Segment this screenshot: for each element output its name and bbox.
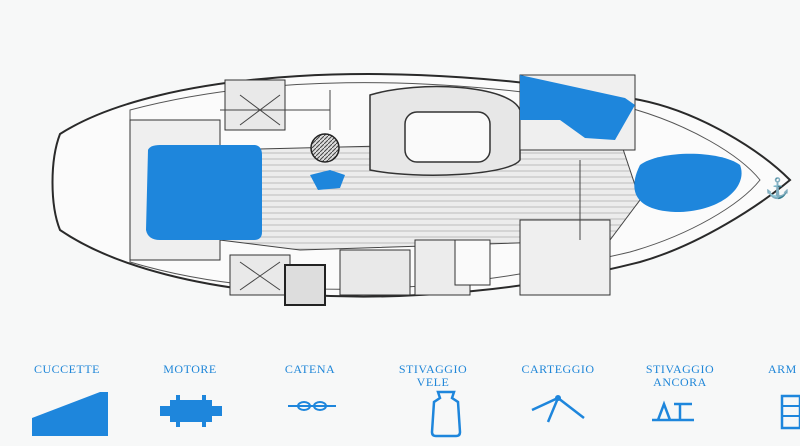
engine-marker — [310, 170, 345, 190]
forward-cabin-blue — [520, 75, 635, 140]
aft-berth — [146, 145, 262, 240]
sail-bag-icon — [430, 390, 462, 438]
engine-icon — [160, 395, 222, 427]
legend-label-wardrobe: ARM — [768, 362, 797, 376]
wardrobe-icon — [780, 394, 800, 430]
berth-icon — [32, 392, 108, 436]
legend-label-anchor-storage: STIVAGGIO ANCORA — [645, 362, 715, 389]
legend-label-berth: CUCCETTE — [34, 362, 100, 376]
dinette-table — [404, 111, 491, 163]
legend-label-engine: MOTORE — [163, 362, 217, 376]
dividers-icon — [531, 395, 585, 423]
legend-label-chart-table: CARTEGGIO — [521, 362, 595, 376]
chain-icon — [288, 401, 336, 411]
legend-label-sail-storage: STIVAGGIO VELE — [398, 362, 468, 389]
svg-text:⚓: ⚓ — [765, 176, 790, 200]
boat-interior-plan: ⚓ — [51, 73, 792, 306]
anchor-icon — [652, 400, 694, 422]
engine-hatch — [310, 133, 340, 163]
forward-berth — [634, 153, 742, 212]
legend-label-chain: CATENA — [284, 362, 336, 376]
